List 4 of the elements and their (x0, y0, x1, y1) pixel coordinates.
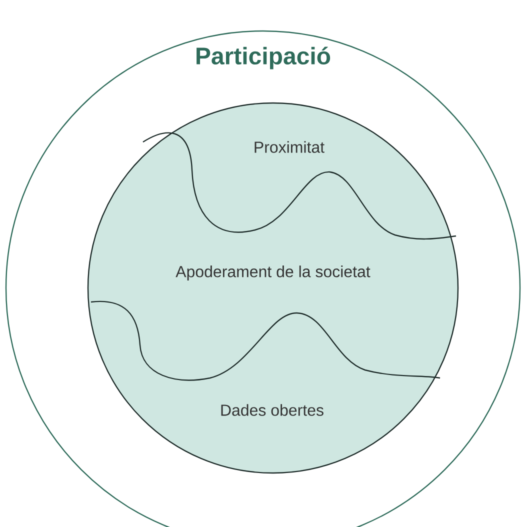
region-label: Proximitat (254, 141, 324, 153)
inner-circle (87, 102, 459, 474)
region-label: Dades obertes (221, 404, 324, 416)
region-label: Apoderament de la societat (176, 266, 370, 280)
